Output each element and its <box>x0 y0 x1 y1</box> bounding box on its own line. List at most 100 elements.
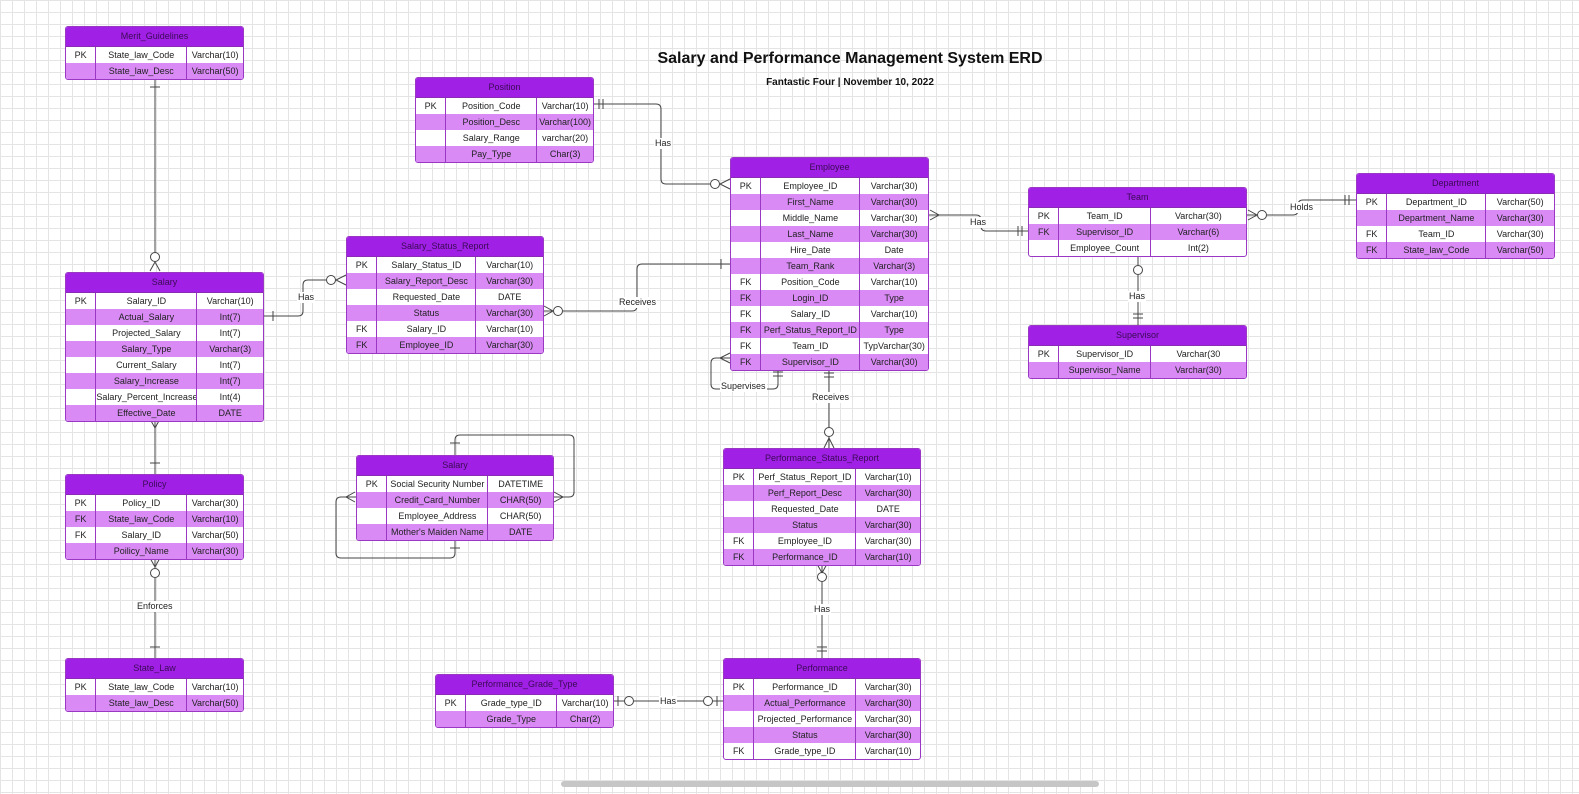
key-cell: PK <box>436 695 467 711</box>
entity-header: Salary <box>66 273 263 293</box>
entity-header: Department <box>1357 174 1554 194</box>
attribute-name: Mother's Maiden Name <box>387 524 489 540</box>
rel-label-employee-team: Has <box>969 217 988 228</box>
marker-many <box>823 436 835 449</box>
attribute-name: Employee_ID <box>754 533 857 549</box>
attribute-type: Int(7) <box>219 312 241 322</box>
marker-many <box>149 260 161 272</box>
rel-label-policy-statelaw: Enforces <box>136 601 174 612</box>
attribute-name: Employee_ID <box>761 178 861 194</box>
attribute-name: Salary_Range <box>446 130 538 146</box>
attribute-type: Varchar(10) <box>191 682 239 692</box>
attribute-name: Grade_type_ID <box>466 695 558 711</box>
rel-label-team-supervisor: Has <box>1128 291 1147 302</box>
marker-one-only <box>1133 313 1143 319</box>
entity-header: Salary <box>357 456 553 476</box>
horizontal-scrollbar[interactable] <box>561 781 1099 787</box>
attribute-type: Varchar(30) <box>864 520 912 530</box>
attribute-type: Varchar(30) <box>864 714 912 724</box>
key-cell: PK <box>1357 194 1388 210</box>
key-cell <box>357 492 388 508</box>
key-cell <box>66 695 97 711</box>
attribute-name: Last_Name <box>761 226 861 242</box>
attribute-name: State_law_Code <box>1387 242 1487 258</box>
attribute-type: Varchar(10) <box>206 296 254 306</box>
connector-salary-private-self-2 <box>335 496 456 559</box>
key-cell: PK <box>724 679 755 695</box>
marker-many <box>149 418 161 430</box>
attribute-name: Social Security Number <box>387 476 489 492</box>
marker-zero <box>553 306 563 316</box>
attribute-type: Varchar(30) <box>864 682 912 692</box>
attribute-type: Varchar(50) <box>191 530 239 540</box>
attribute-type: Varchar(10) <box>864 552 912 562</box>
attribute-name: Pay_Type <box>446 146 538 162</box>
key-cell <box>66 325 97 341</box>
attribute-name: Salary_Increase <box>96 373 198 389</box>
attribute-name: Effective_Date <box>96 405 198 421</box>
marker-many <box>334 274 347 286</box>
attribute-name: Perf_Status_Report_ID <box>754 469 857 485</box>
key-cell <box>724 485 755 501</box>
marker-zero <box>703 696 713 706</box>
rel-label-psr-performance: Has <box>813 604 832 615</box>
marker-one-only <box>1017 226 1023 236</box>
key-cell <box>724 517 755 533</box>
rel-label-ssr-employee: Receives <box>618 297 658 308</box>
key-cell: FK <box>1029 224 1060 240</box>
attribute-type: Int(7) <box>219 376 241 386</box>
entity-header: Team <box>1029 188 1246 208</box>
attribute-type: Varchar(30) <box>864 730 912 740</box>
attribute-type: Varchar(10) <box>561 698 609 708</box>
attribute-type: CHAR(50) <box>499 511 542 521</box>
rel-label-employee-psr: Receives <box>811 392 851 403</box>
marker-zero <box>326 275 336 285</box>
attribute-type: Int(7) <box>219 328 241 338</box>
attribute-name: Grade_Type <box>466 711 558 727</box>
attribute-type: Type <box>884 325 904 335</box>
key-cell <box>347 305 378 321</box>
attribute-row: Last_Name Varchar(30) <box>731 226 928 242</box>
key-cell <box>357 508 388 524</box>
key-cell: PK <box>66 495 97 511</box>
entity-header: Performance_Grade_Type <box>436 675 613 695</box>
attribute-type: Varchar(30) <box>870 229 918 239</box>
attribute-name: State_law_Desc <box>96 695 188 711</box>
marker-one-only <box>773 371 783 377</box>
marker-zero <box>710 179 720 189</box>
entity-header: Employee <box>731 158 928 178</box>
attribute-name: Credit_Card_Number <box>387 492 489 508</box>
rel-label-salary-ssr: Has <box>297 292 316 303</box>
attribute-name: Salary_ID <box>96 293 198 309</box>
marker-zero <box>817 572 827 582</box>
key-cell: PK <box>724 469 755 485</box>
